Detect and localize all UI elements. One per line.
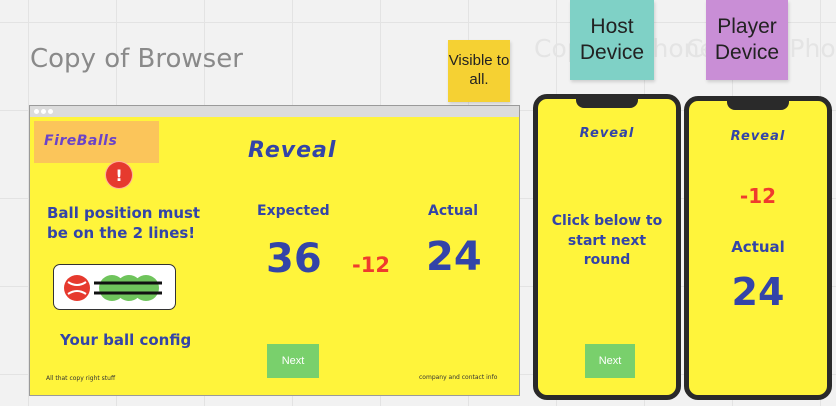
player-page-title: Reveal: [730, 129, 786, 144]
logo-box: FireBalls: [34, 121, 159, 163]
next-button[interactable]: Next: [267, 344, 319, 378]
sticky-note-player-device[interactable]: Player Device: [706, 0, 788, 80]
player-difference: -12: [739, 184, 777, 208]
host-message: Click below to start next round: [551, 213, 663, 269]
page-title: Reveal: [248, 138, 337, 163]
host-page-title: Reveal: [579, 126, 635, 141]
footer-contact[interactable]: company and contact info: [419, 374, 498, 381]
ball-config-graphic: [64, 275, 162, 301]
host-phone-frame[interactable]: Reveal Click below to start next round N…: [533, 94, 681, 400]
player-actual-value: 24: [731, 270, 785, 314]
phone-notch: [727, 100, 789, 110]
warning-icon: !: [106, 162, 132, 188]
difference-value: -12: [352, 253, 390, 277]
browser-frame[interactable]: FireBalls ! Reveal Ball position must be…: [29, 105, 520, 396]
sticky-note-host-device[interactable]: Host Device: [570, 0, 654, 80]
expected-value: 36: [266, 236, 322, 282]
host-next-button[interactable]: Next: [585, 344, 635, 378]
browser-title-bar: [30, 106, 519, 117]
green-ball-icon: [133, 275, 159, 301]
red-ball-icon: [64, 275, 90, 301]
footer-copyright: All that copy right stuff: [46, 375, 116, 382]
actual-value: 24: [426, 234, 482, 280]
window-dot: [34, 109, 39, 114]
window-dot: [41, 109, 46, 114]
ball-config-preview: [53, 264, 176, 310]
window-dot: [48, 109, 53, 114]
sticky-note-visible[interactable]: Visible to all.: [448, 40, 510, 102]
frame-title: Copy of Browser: [30, 44, 243, 74]
actual-label: Actual: [428, 203, 479, 219]
ball-config-label: Your ball config: [60, 331, 192, 349]
phone-notch: [576, 98, 638, 108]
logo-text: FireBalls: [44, 133, 118, 149]
player-phone-frame[interactable]: Reveal -12 Actual 24: [684, 96, 832, 400]
player-actual-label: Actual: [731, 238, 785, 256]
warning-message: Ball position must be on the 2 lines!: [47, 204, 201, 242]
expected-label: Expected: [257, 203, 330, 219]
